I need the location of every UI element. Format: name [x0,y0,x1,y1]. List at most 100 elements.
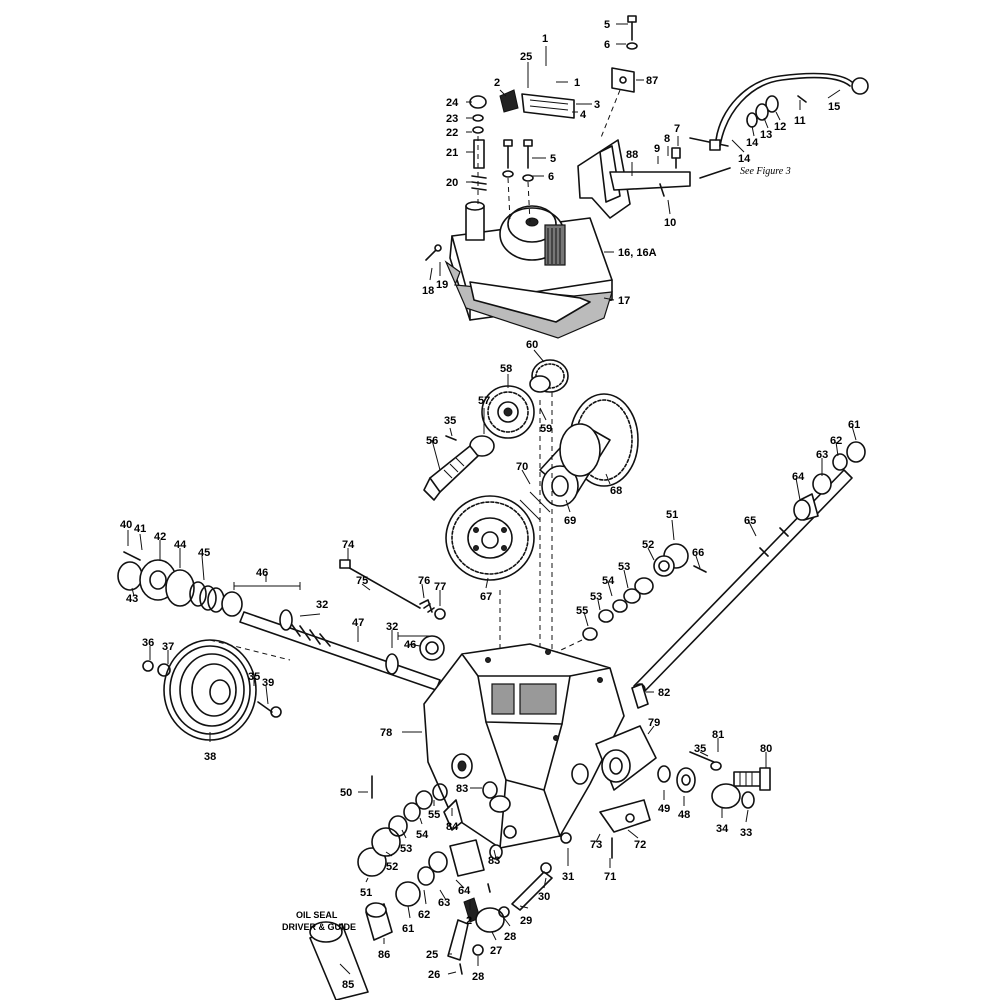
callout-53: 53 [590,591,602,603]
callout-85: 85 [342,979,354,991]
callout-43: 43 [126,593,138,605]
callout-69: 69 [564,515,576,527]
callout-52: 52 [642,539,654,551]
callout-21: 21 [446,147,458,159]
callout-14: 14 [746,137,759,149]
callout-32: 32 [386,621,398,633]
callout-9: 9 [654,143,660,155]
callout-10: 10 [664,217,676,229]
callout-76: 76 [418,575,430,587]
callout-64: 64 [458,885,471,897]
callout-46: 46 [404,639,416,651]
callout-31: 31 [562,871,574,883]
callout-87: 87 [646,75,658,87]
callout-75: 75 [356,575,368,587]
callout-49: 49 [658,803,670,815]
callout-61: 61 [848,419,860,431]
callout-62: 62 [830,435,842,447]
callout-73: 73 [590,839,602,851]
callout-17: 17 [618,295,630,307]
callout-8: 8 [664,133,670,145]
callout-7: 7 [674,123,680,135]
callout-6: 6 [548,171,554,183]
callout-35: 35 [444,415,456,427]
callout-54: 54 [416,829,429,841]
callout-55: 55 [576,605,588,617]
callout-59: 59 [540,423,552,435]
callout-53: 53 [618,561,630,573]
callout-80: 80 [760,743,772,755]
notes: See Figure 3 OIL SEAL DRIVER & GUIDE [282,166,791,932]
housing [423,643,657,859]
callout-34: 34 [716,823,729,835]
callout-24: 24 [446,97,459,109]
callout-37: 37 [162,641,174,653]
callout-25: 25 [520,51,532,63]
callout-11: 11 [794,115,806,127]
see-figure-note: See Figure 3 [740,166,791,177]
callout-57: 57 [478,395,490,407]
callout-39: 39 [262,677,274,689]
callout-44: 44 [174,539,187,551]
callout-22: 22 [446,127,458,139]
callout-60: 60 [526,339,538,351]
callout-36: 36 [142,637,154,649]
callout-32: 32 [316,599,328,611]
callout-51: 51 [666,509,678,521]
callout-66: 66 [692,547,704,559]
callout-64: 64 [792,471,805,483]
callout-25: 25 [426,949,438,961]
callout-16-16a: 16, 16A [618,247,657,259]
right-axle-hardware [657,751,771,809]
leader-lines [127,23,857,975]
callout-23: 23 [446,113,458,125]
callout-27: 27 [490,945,502,957]
callout-40: 40 [120,519,132,531]
callout-56: 56 [426,435,438,447]
callout-61: 61 [402,923,414,935]
callout-51: 51 [360,887,372,899]
callout-1: 1 [542,33,548,45]
shift-lever-cable [659,72,869,197]
callout-81: 81 [712,729,724,741]
oil-seal-label-line2: DRIVER & GUIDE [282,922,356,932]
callout-54: 54 [602,575,615,587]
callout-68: 68 [610,485,622,497]
callout-70: 70 [516,461,528,473]
callout-45: 45 [198,547,210,559]
callout-47: 47 [352,617,364,629]
callout-5: 5 [550,153,556,165]
callout-18: 18 [422,285,434,297]
callout-71: 71 [604,871,616,883]
callout-33: 33 [740,827,752,839]
callout-52: 52 [386,861,398,873]
callout-30: 30 [538,891,550,903]
callout-1: 1 [574,77,580,89]
callout-48: 48 [678,809,690,821]
callout-12: 12 [774,121,786,133]
callout-4: 4 [580,109,587,121]
callout-46: 46 [256,567,268,579]
callout-42: 42 [154,531,166,543]
bottom-hardware [309,775,572,1000]
callout-38: 38 [204,751,216,763]
callout-55: 55 [428,809,440,821]
callout-19: 19 [436,279,448,291]
callout-20: 20 [446,177,458,189]
callout-14: 14 [738,153,751,165]
gear-cluster [423,359,639,690]
callout-63: 63 [438,897,450,909]
callout-83: 83 [488,855,500,867]
callout-83: 83 [456,783,468,795]
callout-41: 41 [134,523,146,535]
callout-3: 3 [594,99,600,111]
callout-74: 74 [342,539,355,551]
callout-35: 35 [694,743,706,755]
callout-53: 53 [400,843,412,855]
callout-58: 58 [500,363,512,375]
callout-78: 78 [380,727,392,739]
callout-88: 88 [626,149,638,161]
callout-86: 86 [378,949,390,961]
